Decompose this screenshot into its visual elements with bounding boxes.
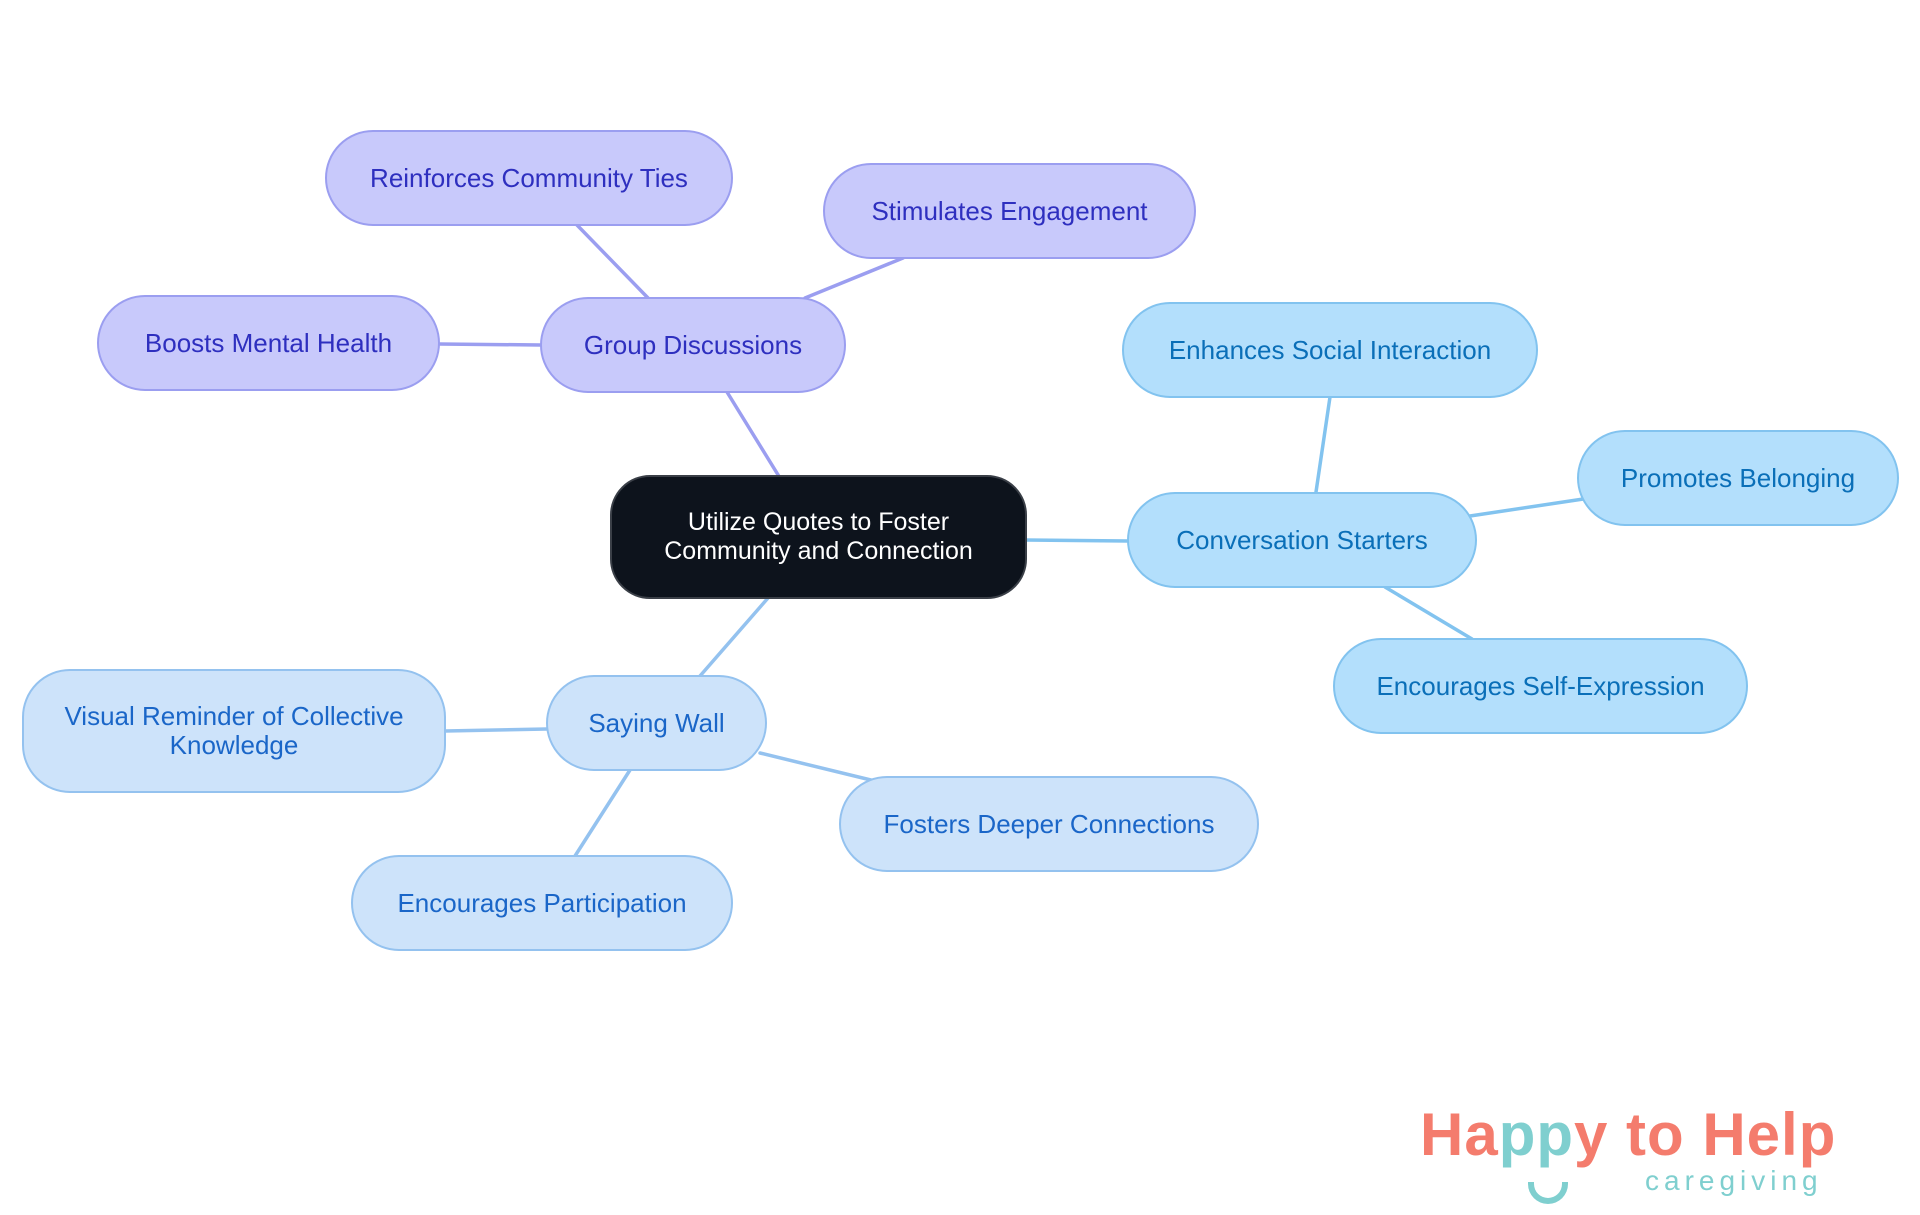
- logo-part2: pp: [1498, 1101, 1575, 1168]
- edge-group-reinforces: [575, 223, 650, 300]
- node-saying-wall[interactable]: Saying Wall: [546, 675, 767, 771]
- edge-root-conversation: [1023, 538, 1130, 543]
- logo-subtitle: caregiving: [1645, 1165, 1823, 1196]
- node-label: Enhances Social Interaction: [1168, 334, 1492, 365]
- node-label: Reinforces Community Ties: [370, 162, 688, 193]
- node-promotes-belonging[interactable]: Promotes Belonging: [1577, 430, 1899, 526]
- node-boosts-mental-health[interactable]: Boosts Mental Health: [97, 295, 440, 391]
- node-encourages-self-expression[interactable]: Encourages Self-Expression: [1333, 638, 1748, 734]
- node-stimulates-engagement[interactable]: Stimulates Engagement: [823, 163, 1196, 259]
- node-label: Saying Wall: [588, 707, 725, 738]
- node-label: Stimulates Engagement: [871, 195, 1148, 226]
- node-label: Promotes Belonging: [1620, 462, 1856, 493]
- edge-conversation-promotes: [1468, 496, 1592, 518]
- node-label: Fosters Deeper Connections: [883, 808, 1215, 839]
- edge-group-stimulates: [803, 256, 905, 300]
- node-label-line2: Knowledge: [169, 730, 299, 760]
- edge-conversation-self-expression: [1383, 585, 1474, 641]
- edge-group-boosts: [437, 342, 542, 347]
- smile-icon: [1528, 1182, 1568, 1204]
- happy-to-help-logo: Happy to Help caregiving: [1420, 1100, 1890, 1210]
- node-label: Conversation Starters: [1176, 524, 1428, 555]
- root-label-line1: Utilize Quotes to Foster: [687, 508, 950, 536]
- edge-conversation-enhances: [1314, 395, 1332, 494]
- node-visual-reminder[interactable]: Visual Reminder of Collective Knowledge: [22, 669, 446, 793]
- edge-root-group-discussions: [725, 390, 782, 480]
- logo-wordmark: Happy to Help: [1420, 1100, 1836, 1170]
- node-conversation-starters[interactable]: Conversation Starters: [1127, 492, 1477, 588]
- node-encourages-participation[interactable]: Encourages Participation: [351, 855, 733, 951]
- node-enhances-social-interaction[interactable]: Enhances Social Interaction: [1122, 302, 1538, 398]
- edge-saying-visual: [443, 727, 549, 733]
- edge-root-saying-wall: [698, 596, 770, 678]
- edge-saying-fosters: [758, 751, 877, 783]
- node-label-line1: Visual Reminder of Collective: [64, 701, 404, 731]
- edge-saying-participation: [573, 768, 632, 858]
- node-label: Group Discussions: [583, 329, 803, 360]
- node-label: Encourages Participation: [397, 887, 687, 918]
- node-fosters-deeper-connections[interactable]: Fosters Deeper Connections: [839, 776, 1259, 872]
- root-node[interactable]: Utilize Quotes to Foster Community and C…: [610, 475, 1027, 599]
- logo-part3: y to Help: [1574, 1101, 1837, 1168]
- node-group-discussions[interactable]: Group Discussions: [540, 297, 846, 393]
- root-label-line2: Community and Connection: [664, 537, 973, 565]
- node-reinforces-community-ties[interactable]: Reinforces Community Ties: [325, 130, 733, 226]
- node-label: Boosts Mental Health: [144, 327, 393, 358]
- node-label: Encourages Self-Expression: [1376, 670, 1705, 701]
- logo-part1: Ha: [1420, 1101, 1499, 1168]
